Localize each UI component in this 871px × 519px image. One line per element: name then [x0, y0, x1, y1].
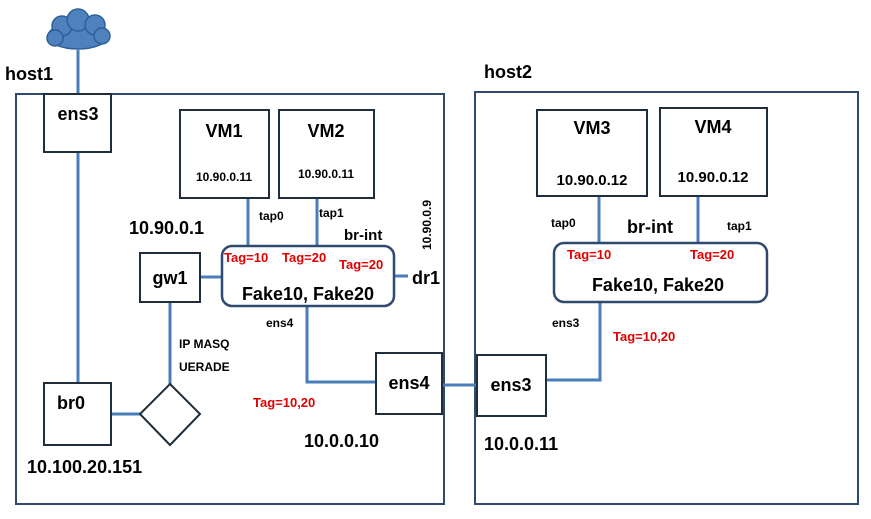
vm4-ip: 10.90.0.12 [678, 169, 749, 186]
host1-ip: 10.0.0.10 [304, 431, 379, 451]
vm3-box [536, 109, 648, 197]
host2-tag-10: Tag=10 [567, 247, 611, 262]
vm3-tap: tap0 [551, 216, 576, 230]
vm3-name: VM3 [573, 118, 610, 138]
host2-frame [474, 91, 859, 505]
host2-br-int-label: br-int [627, 217, 673, 237]
vm2-ip: 10.90.0.11 [298, 167, 354, 181]
vm2-name: VM2 [307, 121, 344, 141]
host1-br-int-label: br-int [344, 227, 382, 244]
vm1-name: VM1 [205, 121, 242, 141]
host1-tag-20a: Tag=20 [282, 250, 326, 265]
cloud-icon [46, 8, 111, 50]
host1-ens4-tag: Tag=10,20 [253, 395, 315, 410]
masq-line2: UERADE [179, 360, 230, 374]
host2-ens3-box-label: ens3 [490, 375, 531, 395]
vm4-tap: tap1 [727, 219, 752, 233]
links [76, 50, 700, 416]
link-host2-ens3-brint [546, 302, 602, 382]
vm2-box [278, 109, 375, 199]
host2-ip: 10.0.0.11 [484, 434, 558, 454]
host1-ens4-box-label: ens4 [388, 373, 429, 393]
dr1-ip: 10.90.0.9 [420, 200, 434, 250]
host2-label: host2 [484, 62, 532, 82]
host2-br-int [552, 241, 769, 304]
vm1-tap: tap0 [259, 209, 284, 223]
host2-br-int-names: Fake10, Fake20 [592, 275, 724, 295]
host1-br-int-names: Fake10, Fake20 [242, 284, 374, 304]
dr1-label: dr1 [412, 268, 440, 288]
vm1-box [179, 109, 270, 199]
gw-ip: 10.90.0.1 [129, 218, 204, 238]
host1-ens3-box [43, 93, 112, 153]
gw1-box [139, 252, 201, 303]
host2-ens3-box [476, 354, 547, 417]
diamond-icon [138, 382, 202, 447]
host1-ens3-label: ens3 [57, 104, 98, 124]
br0-label: br0 [57, 393, 85, 413]
host1-ens4-small: ens4 [266, 316, 294, 330]
host1-ens4-box [375, 352, 443, 415]
gw1-label: gw1 [152, 268, 187, 288]
br0-ip: 10.100.20.151 [27, 457, 142, 477]
host1-tag-20b: Tag=20 [339, 257, 383, 272]
host2-ens3-tag: Tag=10,20 [613, 329, 675, 344]
vm3-ip: 10.90.0.12 [557, 172, 628, 189]
vm2-tap: tap1 [319, 206, 344, 220]
link-brint-ens4 [305, 306, 376, 384]
vm1-ip: 10.90.0.11 [196, 170, 252, 184]
host2-tag-20: Tag=20 [690, 247, 734, 262]
host1-label: host1 [5, 64, 53, 84]
host2-ens3-small: ens3 [552, 316, 580, 330]
masq-line1: IP MASQ [179, 337, 229, 351]
host1-br-int [220, 244, 396, 308]
br0-box [43, 382, 112, 446]
vm4-name: VM4 [694, 117, 731, 137]
host1-frame [15, 93, 445, 505]
vm4-box [659, 107, 768, 197]
host1-tag-10: Tag=10 [224, 250, 268, 265]
